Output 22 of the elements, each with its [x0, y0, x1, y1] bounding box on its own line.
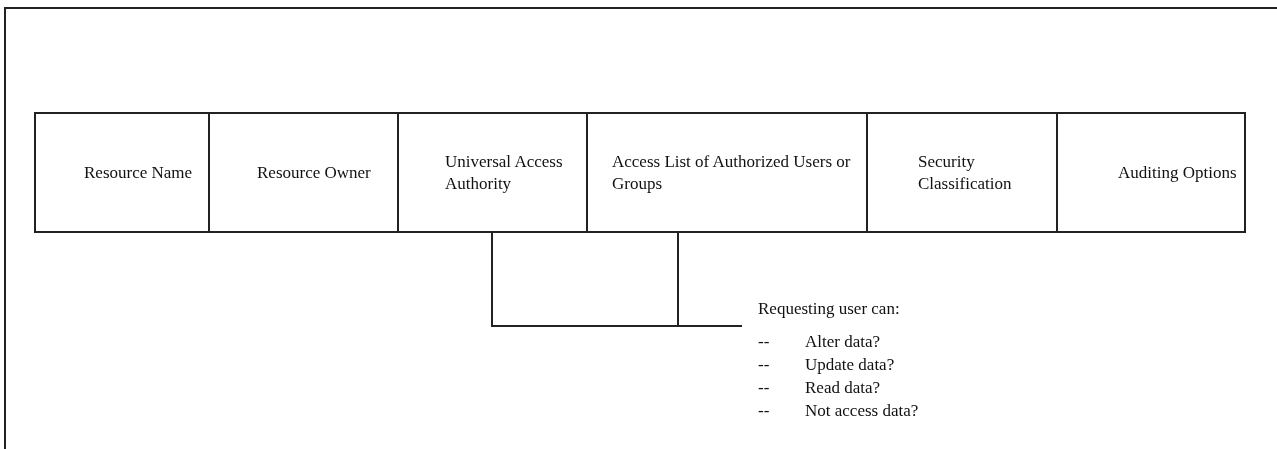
list-heading: Requesting user can:: [758, 298, 901, 320]
list-item: Update data?: [805, 354, 896, 376]
field-box: [208, 112, 399, 233]
list-dash: --: [758, 331, 771, 353]
connector-line: [677, 231, 743, 327]
list-item: Alter data?: [805, 331, 882, 353]
field-box: [397, 112, 588, 233]
field-label: Resource Owner: [257, 161, 371, 184]
list-dash: --: [758, 354, 771, 376]
field-label: Security Classification: [918, 150, 1013, 195]
field-label: Resource Name: [84, 161, 193, 184]
list-item: Read data?: [805, 377, 882, 399]
list-item: Not access data?: [805, 400, 920, 422]
field-box: [34, 112, 210, 233]
field-label: Access List of Authorized Users or Groups: [612, 150, 852, 195]
list-dash: --: [758, 377, 771, 399]
list-dash: --: [758, 400, 771, 422]
field-box: [866, 112, 1058, 233]
field-label: Universal Access Authority: [445, 150, 564, 195]
field-box: [1056, 112, 1246, 233]
field-label: Auditing Options: [1118, 161, 1237, 184]
field-box: [586, 112, 868, 233]
